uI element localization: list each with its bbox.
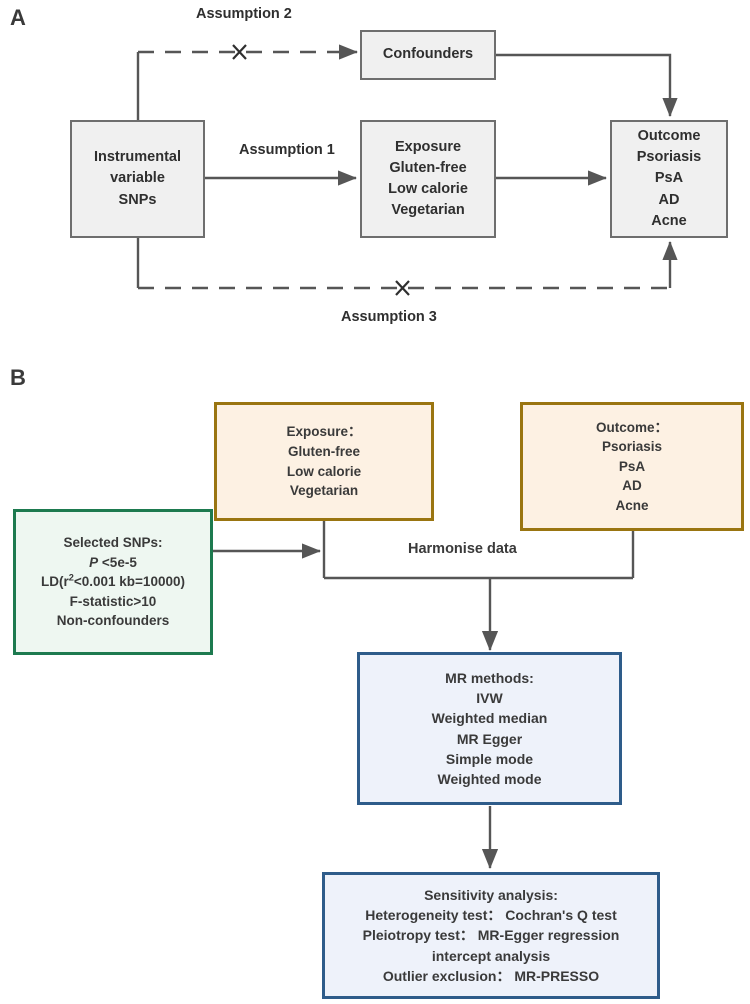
- outcome-box-a: Outcome Psoriasis PsA AD Acne: [610, 120, 728, 238]
- confounders-text: Confounders: [382, 46, 474, 63]
- assumption2-label: Assumption 2: [196, 6, 292, 22]
- mr-line-4: MR Egger: [456, 730, 523, 747]
- exposure-b-line-1: Exposure：: [286, 424, 362, 440]
- assumption2-path: [136, 44, 358, 120]
- sensitivity-analysis-box: Sensitivity analysis: Heterogeneity test…: [322, 872, 660, 999]
- snps-p-symbol: P: [89, 554, 99, 570]
- panel-label-a: A: [10, 5, 26, 30]
- outcome-b-line-4: AD: [622, 478, 642, 494]
- outcome-a-line-5: Acne: [651, 212, 687, 229]
- sensitivity-line-5: Outlier exclusion： MR-PRESSO: [382, 967, 600, 984]
- mr-line-2: IVW: [476, 689, 503, 706]
- snps-ld-prefix: LD(r: [41, 574, 69, 590]
- exposure-box-a: Exposure Gluten-free Low calorie Vegetar…: [360, 120, 496, 238]
- iv-line-3: SNPs: [118, 191, 157, 208]
- sensitivity-line-4: intercept analysis: [431, 947, 551, 964]
- outcome-b-line-3: PsA: [618, 458, 646, 474]
- violation-x-assumption2: [232, 44, 247, 60]
- mr-line-1: MR methods:: [445, 669, 534, 686]
- outcome-b-line-5: Acne: [615, 497, 649, 513]
- outcome-box-b: Outcome： Psoriasis PsA AD Acne: [520, 402, 744, 531]
- outcome-b-line-2: Psoriasis: [601, 439, 663, 455]
- snps-p-value: <5e-5: [98, 554, 137, 570]
- snps-non-confounders: Non-confounders: [56, 613, 170, 629]
- harmonise-data-label: Harmonise data: [408, 541, 517, 557]
- snps-ld-threshold: LD(r2<0.001 kb=10000): [41, 572, 185, 592]
- exposure-b-line-2: Gluten-free: [287, 443, 360, 459]
- exposure-b-line-4: Vegetarian: [289, 483, 359, 499]
- snps-p-threshold: P <5e-5: [89, 553, 137, 573]
- iv-line-2: variable: [110, 170, 165, 187]
- exposure-a-line-2: Gluten-free: [389, 159, 467, 176]
- outcome-a-line-2: Psoriasis: [636, 149, 702, 166]
- selected-snps-box: Selected SNPs: P <5e-5 LD(r2<0.001 kb=10…: [13, 509, 213, 655]
- sensitivity-line-3: Pleiotropy test： MR-Egger regression: [362, 927, 620, 944]
- outcome-a-line-4: AD: [658, 191, 680, 208]
- mr-methods-box: MR methods: IVW Weighted median MR Egger…: [357, 652, 622, 805]
- assumption3-label: Assumption 3: [341, 309, 437, 325]
- mr-line-6: Weighted mode: [437, 771, 542, 788]
- exposure-box-b: Exposure： Gluten-free Low calorie Vegeta…: [214, 402, 434, 521]
- exposure-a-line-3: Low calorie: [388, 181, 468, 197]
- outcome-b-line-1: Outcome：: [595, 419, 668, 435]
- mr-line-5: Simple mode: [445, 750, 534, 767]
- iv-line-1: Instrumental: [93, 149, 181, 166]
- snps-ld-suffix: <0.001 kb=10000): [73, 574, 185, 590]
- confounders-to-outcome-path: [496, 53, 678, 117]
- exposure-b-line-3: Low calorie: [286, 463, 362, 479]
- mr-line-3: Weighted median: [431, 710, 548, 727]
- violation-x-assumption3: [395, 280, 410, 296]
- snps-ld-superscript: 2: [68, 572, 74, 583]
- panel-label-b: B: [10, 365, 26, 390]
- snps-f-statistic: F-statistic>10: [69, 593, 157, 609]
- sensitivity-line-2: Heterogeneity test： Cochran's Q test: [365, 907, 617, 924]
- outcome-a-line-1: Outcome: [637, 128, 701, 145]
- assumption1-label: Assumption 1: [239, 142, 335, 158]
- confounders-box: Confounders: [360, 30, 496, 80]
- snps-title: Selected SNPs:: [63, 535, 163, 551]
- sensitivity-line-1: Sensitivity analysis:: [424, 886, 558, 903]
- exposure-a-line-4: Vegetarian: [391, 202, 465, 219]
- exposure-a-line-1: Exposure: [394, 138, 462, 155]
- instrumental-variable-box: Instrumental variable SNPs: [70, 120, 205, 238]
- outcome-a-line-3: PsA: [654, 170, 684, 187]
- assumption3-path: [136, 238, 678, 290]
